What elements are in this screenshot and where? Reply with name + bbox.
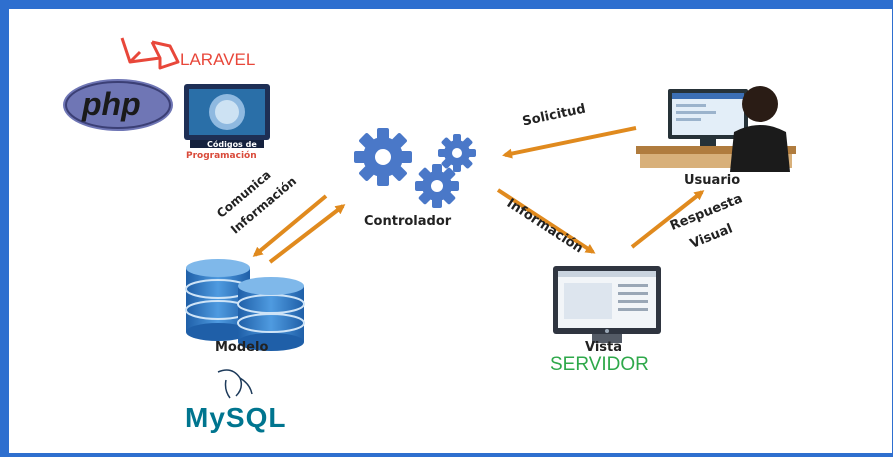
gears-icon [354,128,476,208]
modelo-label: Modelo [215,340,269,355]
php-label: php [82,86,141,122]
comunica-arrow-down [252,194,328,257]
laravel-logo-icon [120,37,180,70]
view-monitor-icon [553,266,661,343]
comunica-arrow-up [268,204,346,264]
usuario-label: Usuario [684,173,741,188]
database-icon [185,259,305,351]
php-logo-icon [63,79,173,131]
informacion-arrow [496,188,596,254]
mysql-dolphin-icon [217,369,253,399]
codigos-label-line2: Programación [186,151,257,161]
servidor-label: SERVIDOR [550,354,649,375]
user-at-computer-icon [636,86,796,172]
controlador-label: Controlador [364,214,452,229]
respuesta-arrow [630,190,705,249]
codigos-label-line1: Códigos de [207,140,257,149]
codigos-monitor-icon [184,84,270,148]
vista-label: Vista [585,340,623,355]
solicitud-arrow [502,126,637,159]
mysql-label: MySQL [185,402,287,433]
arrows [252,126,705,264]
laravel-label: LARAVEL [180,50,256,69]
